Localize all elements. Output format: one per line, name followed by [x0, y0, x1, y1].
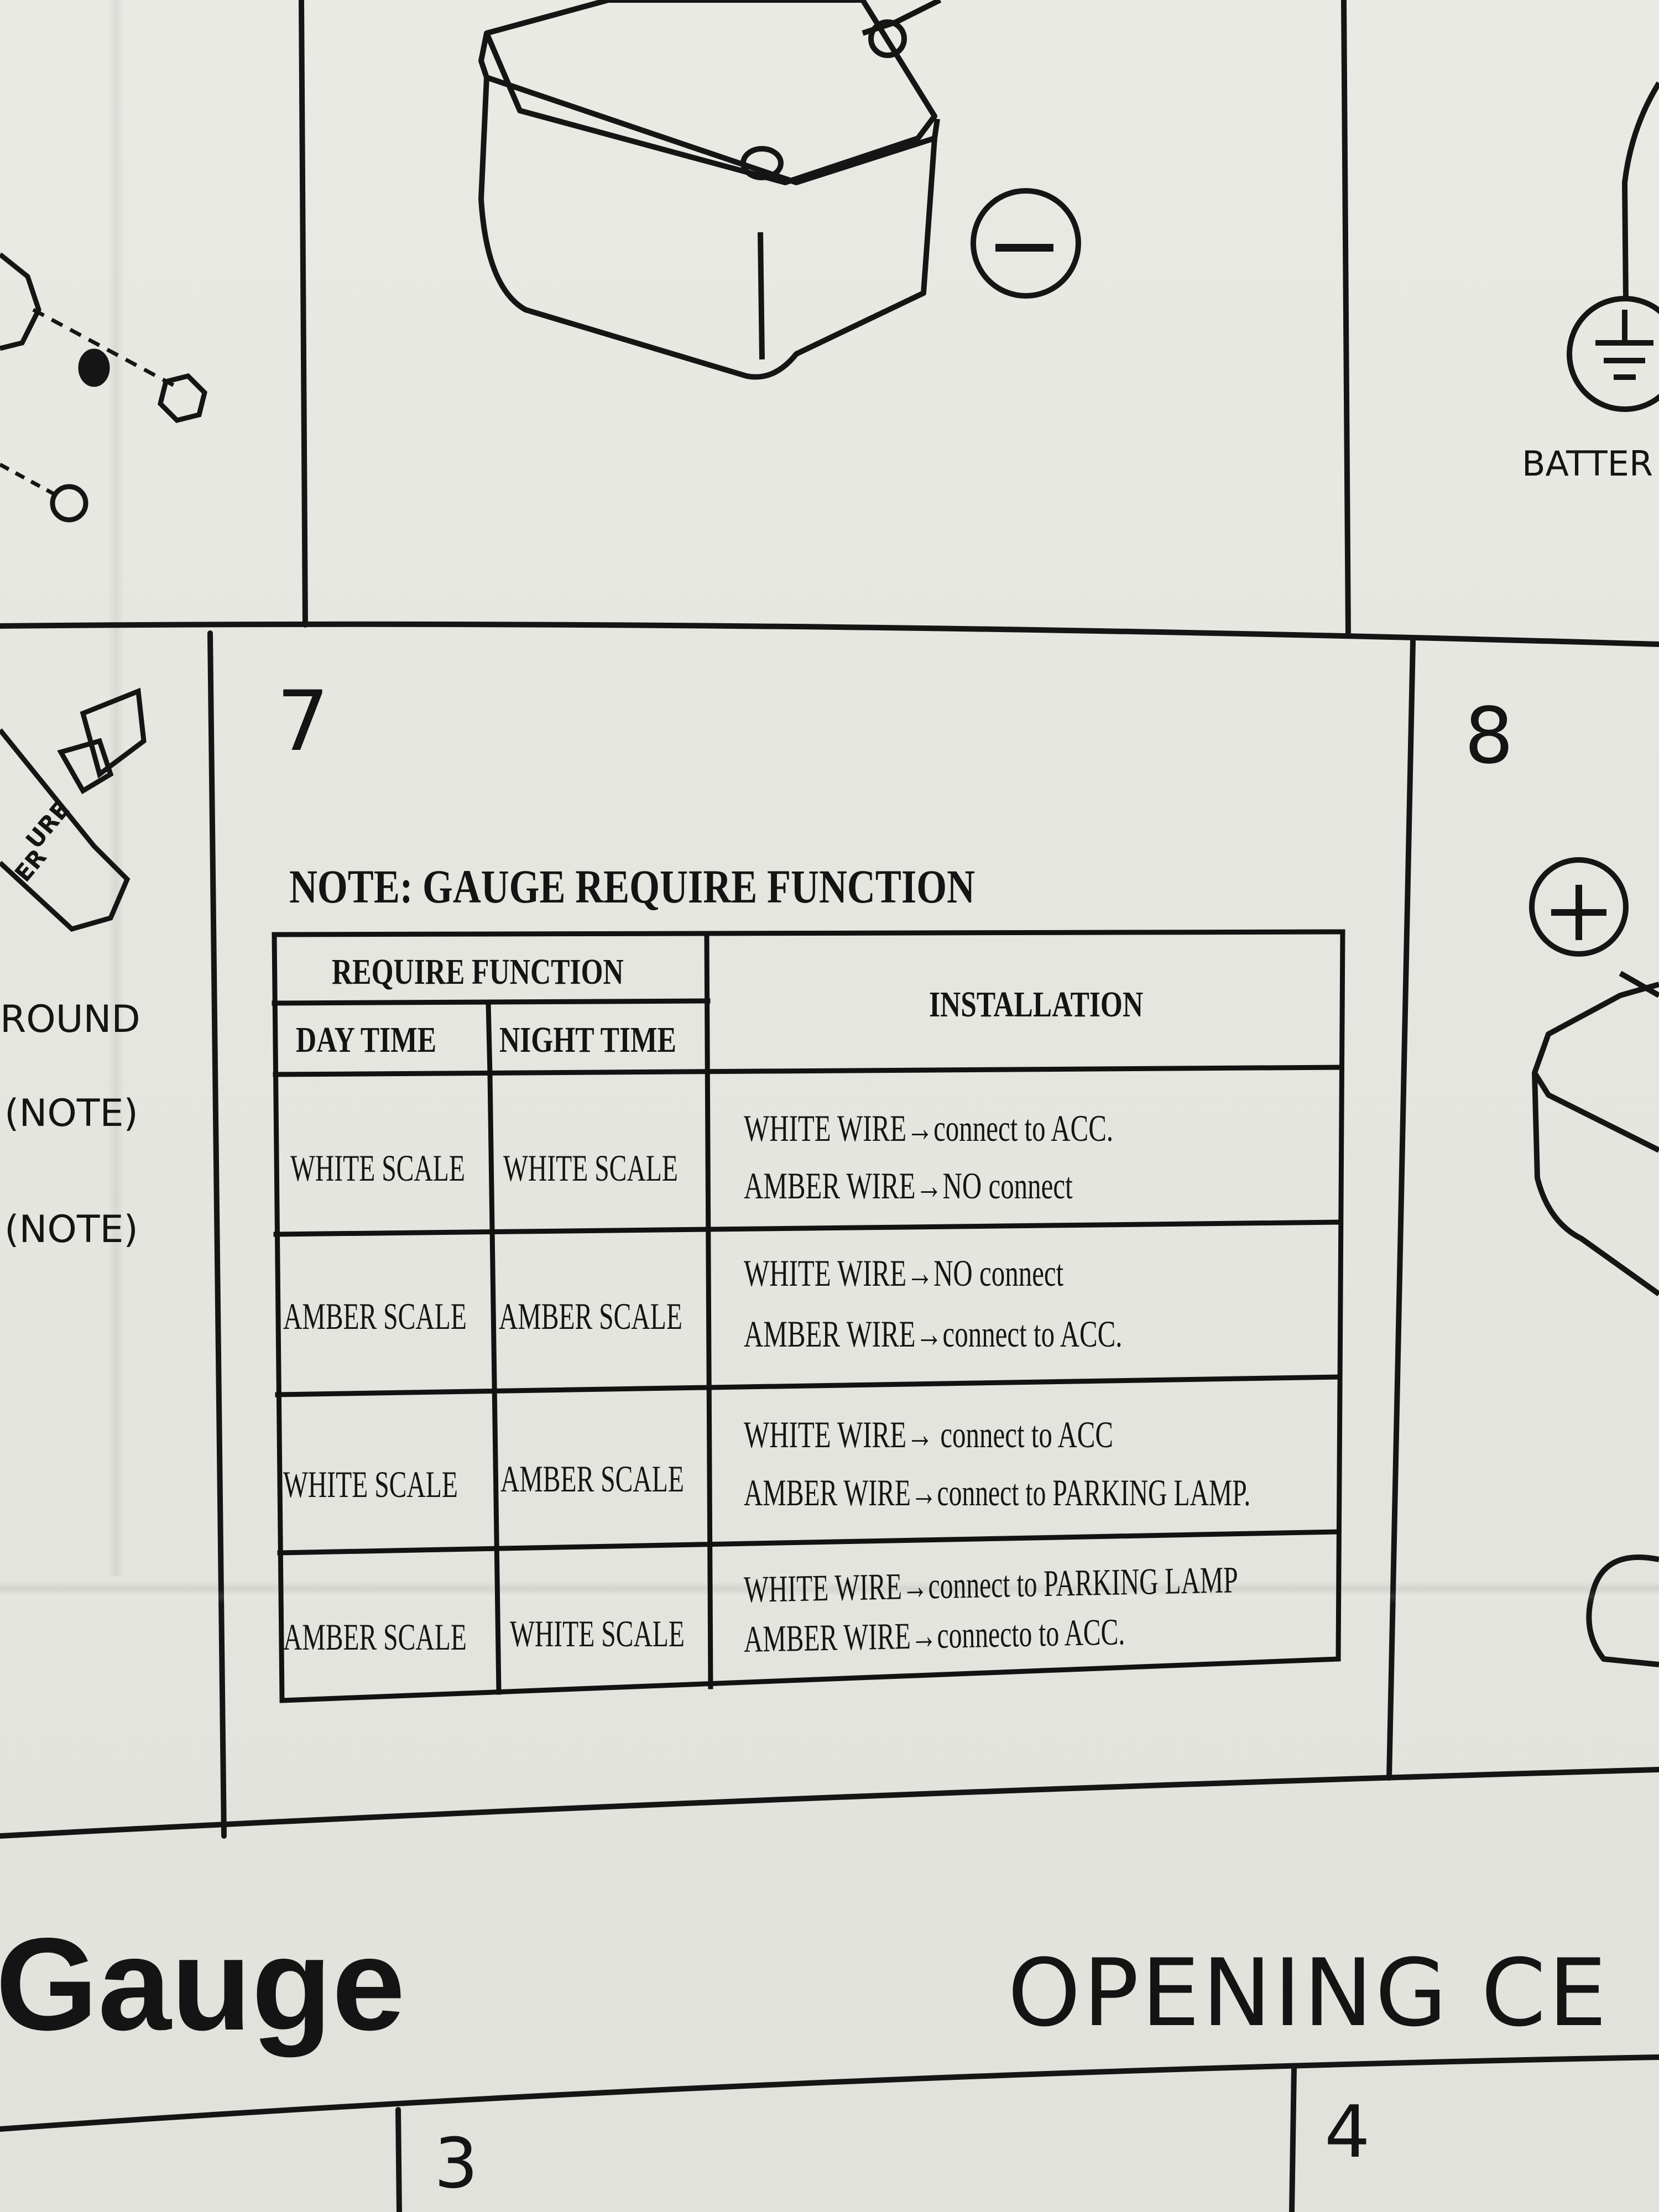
panel-number-4: 4 — [1324, 2090, 1370, 2174]
row3-install-line2: AMBER WIRE→connect to PARKING LAMP. — [744, 1472, 1251, 1514]
row1-install-line2: AMBER WIRE→NO connect — [744, 1165, 1073, 1207]
ground-label: ROUND — [0, 998, 140, 1041]
panel-number-3: 3 — [434, 2124, 478, 2204]
paper-fold-vertical — [108, 0, 124, 1576]
panel-number-7: 7 — [276, 674, 330, 770]
row3-day: WHITE SCALE — [283, 1463, 458, 1505]
header-require-function: REQUIRE FUNCTION — [332, 952, 624, 992]
row1-install-line1: WHITE WIRE→connect to ACC. — [744, 1107, 1114, 1149]
note-title: NOTE: GAUGE REQUIRE FUNCTION — [289, 860, 975, 913]
row1-night: WHITE SCALE — [503, 1147, 678, 1189]
paper-fold-horizontal — [0, 1582, 1659, 1604]
header-day-time: DAY TIME — [296, 1020, 437, 1060]
row3-night: AMBER SCALE — [500, 1458, 684, 1500]
footer-right-title: OPENING CE — [1008, 1939, 1609, 2047]
note-label-b: (NOTE) — [4, 1208, 138, 1251]
row2-install-line1: WHITE WIRE→NO connect — [744, 1252, 1064, 1294]
battery-label: BATTER — [1522, 444, 1653, 484]
panel-number-8: 8 — [1464, 691, 1514, 781]
footer-left-title: Gauge — [0, 1911, 405, 2058]
note-label-a: (NOTE) — [4, 1092, 138, 1135]
row4-install-line1: WHITE WIRE→connect to PARKING LAMP — [743, 1558, 1239, 1610]
row4-install-line2: AMBER WIRE→connecto to ACC. — [743, 1610, 1125, 1660]
row4-night: WHITE SCALE — [510, 1613, 685, 1655]
row4-day: AMBER SCALE — [283, 1616, 467, 1658]
row2-install-line2: AMBER WIRE→connect to ACC. — [744, 1313, 1123, 1355]
header-night-time: NIGHT TIME — [499, 1020, 676, 1060]
row2-night: AMBER SCALE — [499, 1295, 682, 1337]
row2-day: AMBER SCALE — [283, 1295, 467, 1337]
header-installation: INSTALLATION — [929, 984, 1144, 1025]
row1-day: WHITE SCALE — [290, 1147, 465, 1189]
row3-install-line1: WHITE WIRE→ connect to ACC — [744, 1413, 1114, 1455]
